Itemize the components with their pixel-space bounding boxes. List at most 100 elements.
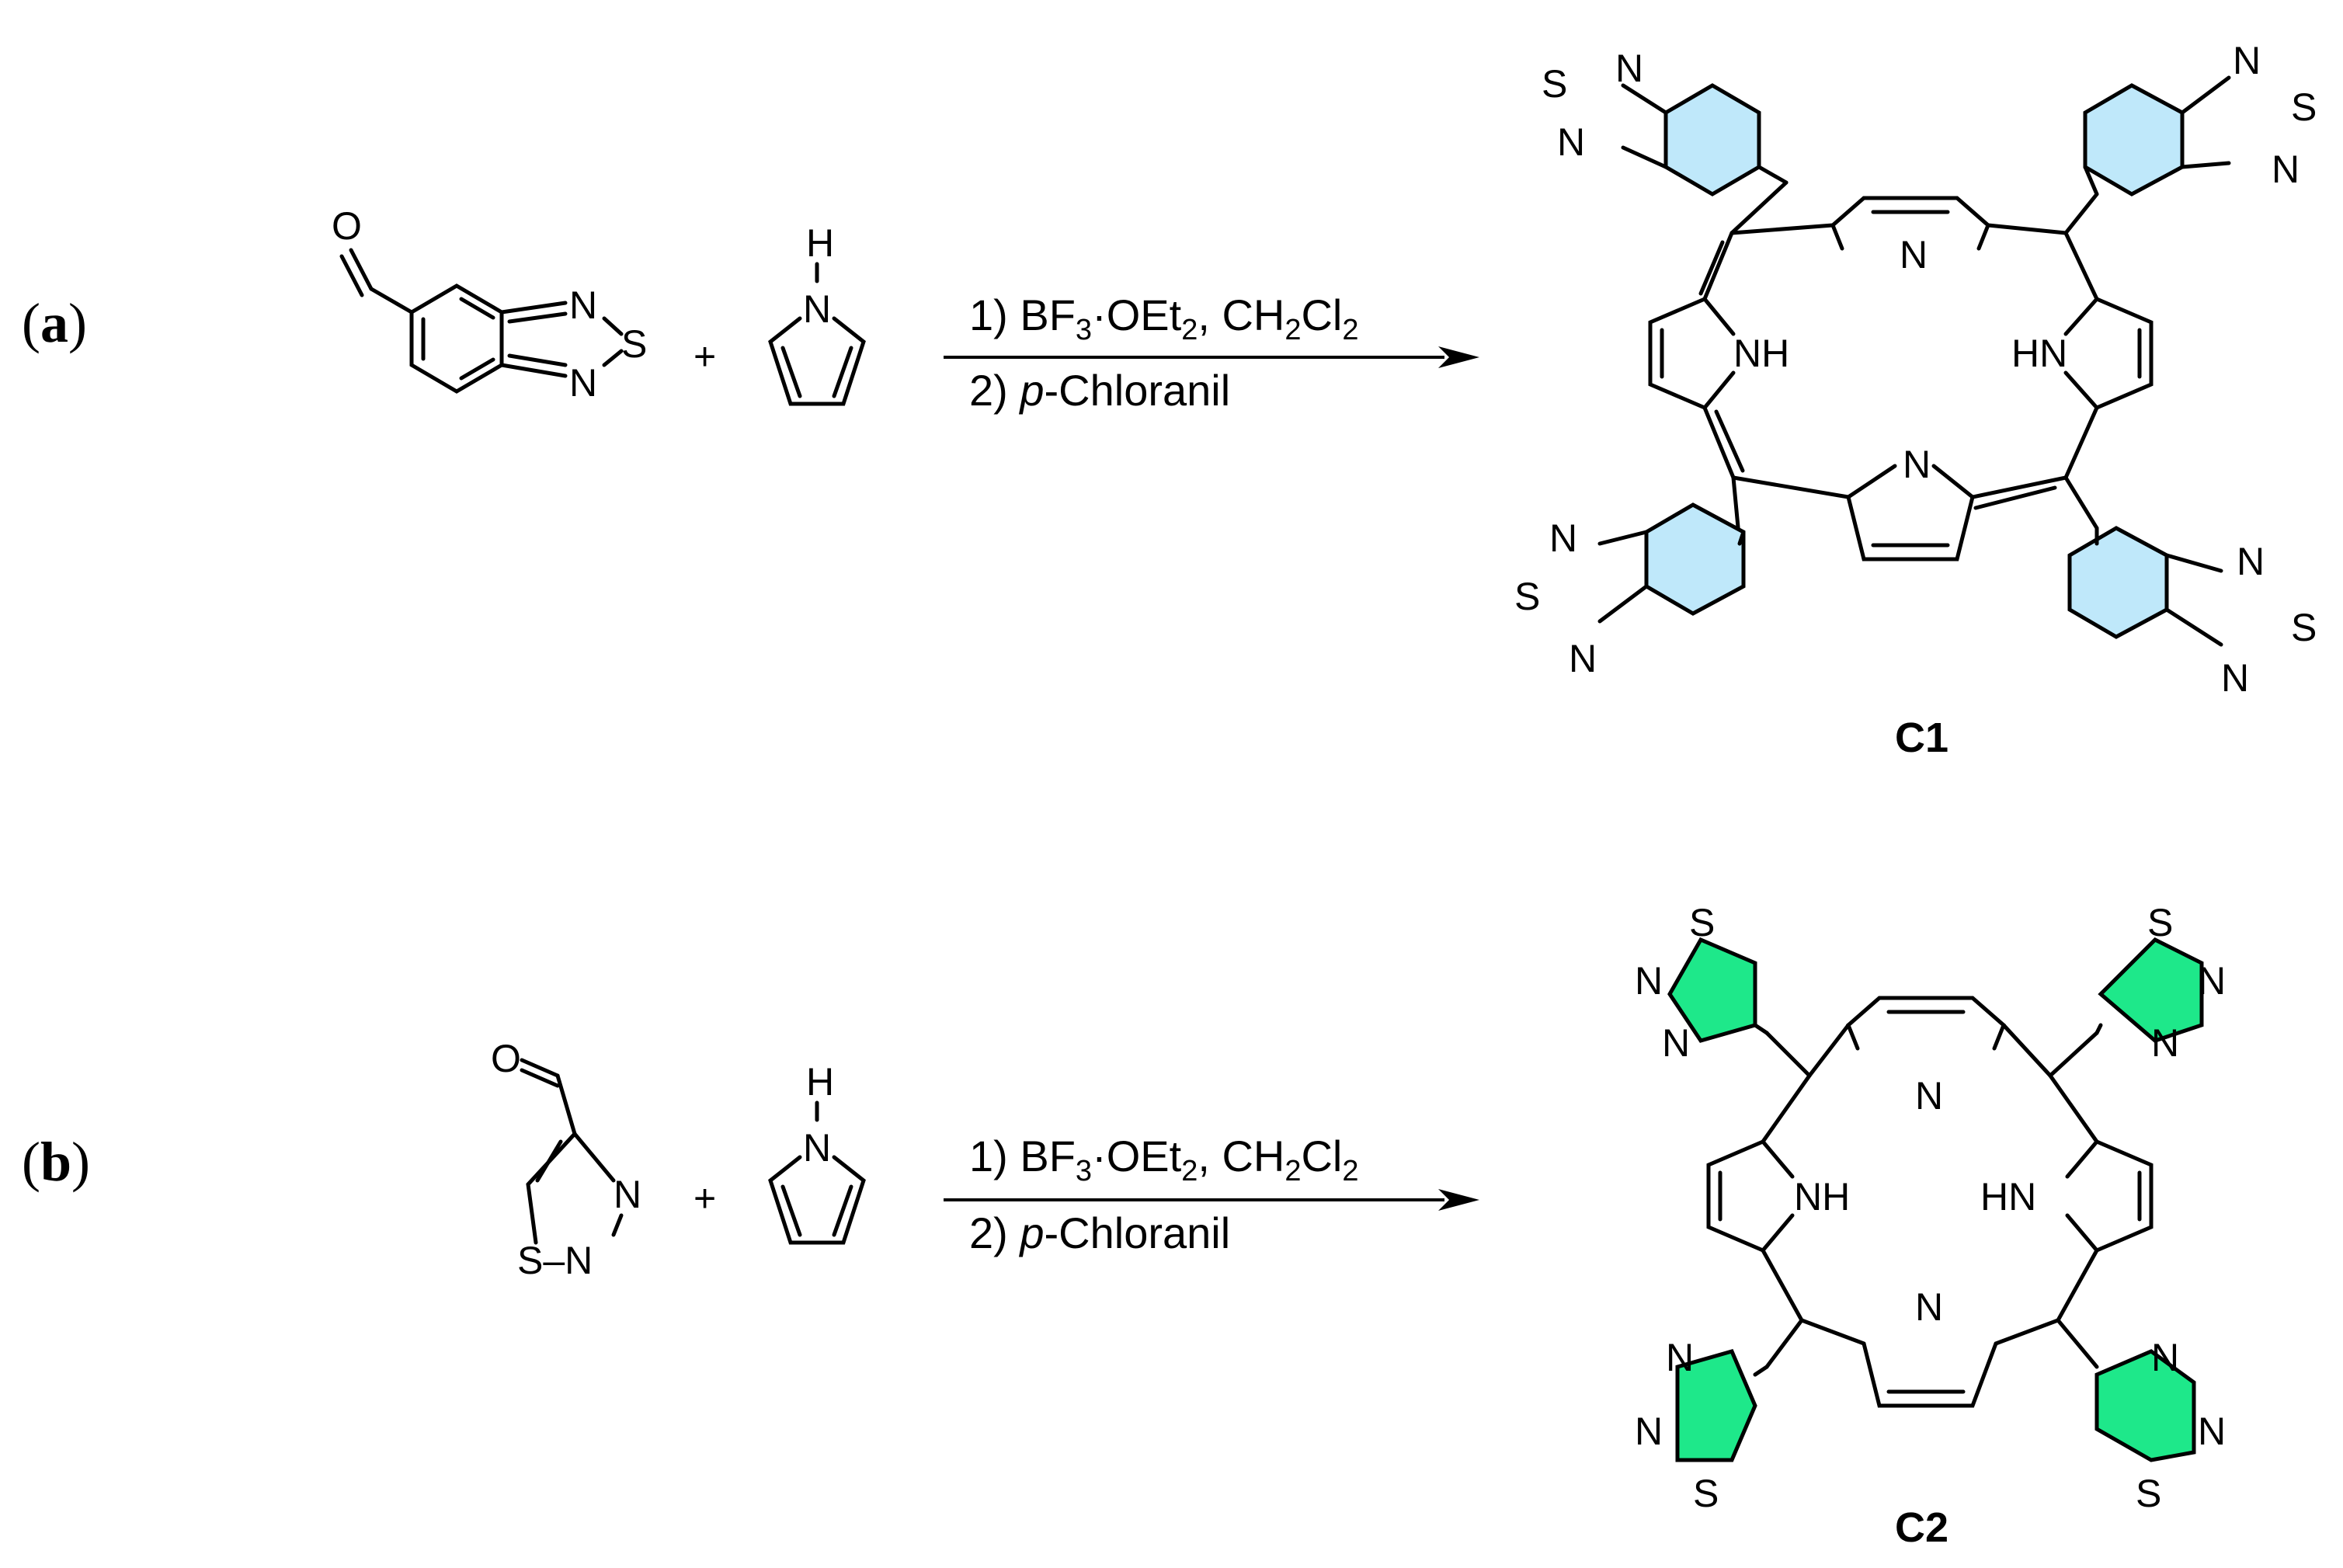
atom-s: S [2136, 1472, 2161, 1515]
ring-bond [499, 363, 568, 378]
double-bond [459, 297, 495, 320]
compound-label-c2: C2 [1895, 1504, 1948, 1551]
link-bond [1737, 530, 1746, 546]
atom-s: S [1514, 575, 1540, 618]
double-bond [780, 346, 802, 398]
core-bond [1731, 475, 1851, 499]
thiadiazole-top-right: S N N [2094, 901, 2226, 1065]
core-hn: HN [1980, 1175, 2036, 1219]
atom-n: N [2221, 656, 2249, 700]
double-bond [832, 346, 853, 398]
pyrrole-left [1706, 1139, 1765, 1253]
aldehyde-co-double [520, 1068, 560, 1088]
core-nh: NH [1794, 1175, 1850, 1219]
reactant-benzothiadiazole-aldehyde: O N S N [332, 204, 647, 405]
double-bond [832, 1184, 853, 1237]
thiadiazole-bottom-left: N N S [1635, 1336, 1769, 1515]
ring-bond [611, 1213, 624, 1237]
ring-bond [526, 1132, 577, 1245]
porphyrin-core: N NH HN N [1706, 996, 2154, 1408]
ring-bond [2164, 553, 2223, 573]
core-bond [2056, 1248, 2099, 1323]
ring-nitrogen-1: N [569, 283, 597, 327]
atom-n: N [1662, 1021, 1690, 1065]
core-nh: NH [1733, 332, 1789, 375]
ring-s-n: S–N [517, 1239, 593, 1282]
atom-n: N [1549, 516, 1577, 560]
pyrrole-reactant: H N [768, 221, 866, 406]
benzene-fill [2083, 83, 2185, 196]
core-nitrogen-bottom: N [1903, 443, 1931, 486]
panel-b-label: (b) [22, 1131, 90, 1193]
benzene-fill [1663, 83, 1761, 196]
ring-bond [499, 301, 568, 315]
core-double [1714, 409, 1745, 473]
pyrrole-reactant: H N [768, 1060, 866, 1245]
benzene-fill [2067, 526, 2169, 639]
atom-n: N [1635, 1410, 1663, 1453]
atom-s: S [2147, 901, 2173, 944]
atom-n: N [2272, 148, 2300, 191]
benzothiadiazole-top-right: N S N [2083, 39, 2317, 196]
core-bond [1970, 475, 2068, 499]
pyrrole-bottom [1862, 1341, 1998, 1408]
pyrrole-nitrogen: N [803, 287, 831, 331]
thiadiazole-fill [2098, 937, 2204, 1043]
ring-double [507, 311, 568, 324]
core-hn: HN [2011, 332, 2067, 375]
thiadiazole-fill [1675, 1348, 1757, 1462]
core-bond [1761, 1139, 1795, 1179]
atom-n: N [1635, 959, 1663, 1003]
pyrrole-nitrogen: N [803, 1126, 831, 1170]
plus-sign: + [694, 335, 716, 378]
atom-n: N [2233, 39, 2261, 82]
meso-bond [2056, 1318, 2099, 1369]
double-bond [780, 1184, 802, 1237]
aldehyde-oxygen: O [332, 204, 362, 248]
condition-step-2: 2) p-Chloranil [969, 366, 1230, 415]
core-double [1973, 485, 2057, 510]
ring-bond [2180, 161, 2231, 169]
atom-n: N [2198, 1410, 2226, 1453]
thiadiazole-fill [2094, 1349, 2196, 1462]
meso-bond [2048, 1031, 2099, 1078]
ring-bond [2164, 607, 2223, 647]
ring-bond [572, 1132, 616, 1183]
panel-a-label: (a) [22, 292, 87, 354]
core-bond [1931, 464, 1975, 499]
core-bond [1846, 996, 1882, 1051]
core-bond [1702, 370, 1736, 410]
thiadiazole-top-left: S N N [1635, 901, 1769, 1065]
meso-bond [2063, 475, 2099, 530]
core-bond [1761, 1213, 1795, 1253]
atom-n: N [1557, 120, 1585, 164]
ring-bond [602, 349, 624, 367]
ring-bond [1621, 145, 1668, 169]
pyrrole-ring [768, 1155, 866, 1245]
core-nitrogen-bottom: N [1915, 1285, 1943, 1329]
core-bond [2063, 231, 2099, 301]
arrow-head [1438, 1189, 1479, 1211]
meso-bond [2063, 192, 2099, 235]
aldehyde-bond [369, 287, 414, 315]
atom-n: N [2151, 1336, 2179, 1379]
core-bond [1799, 1318, 1866, 1346]
aldehyde-co-bond [520, 1058, 560, 1078]
product-c2: N NH HN N [1635, 901, 2226, 1551]
thiadiazole-fill [1667, 937, 1757, 1043]
aldehyde-co-bond [349, 248, 374, 291]
ring-double [535, 1139, 563, 1183]
atom-n: N [1615, 47, 1643, 90]
panel-b: (b) O N S–N + H N 1) BF3·OEt2, CH2Cl2 [22, 901, 2226, 1551]
atom-n: N [1569, 637, 1597, 680]
condition-step-2: 2) p-Chloranil [969, 1208, 1230, 1257]
pyrrole-ring [768, 316, 866, 406]
link-bond [1753, 1365, 1769, 1377]
condition-step-1: 1) BF3·OEt2, CH2Cl2 [969, 1132, 1359, 1187]
ring-double [507, 353, 568, 367]
core-bond [1761, 1073, 1812, 1144]
meso-bond [1764, 1031, 1812, 1078]
benzothiadiazole-bottom-left: N S N [1514, 502, 1746, 680]
reaction-conditions-a: 1) BF3·OEt2, CH2Cl2 2) p-Chloranil [944, 290, 1479, 415]
